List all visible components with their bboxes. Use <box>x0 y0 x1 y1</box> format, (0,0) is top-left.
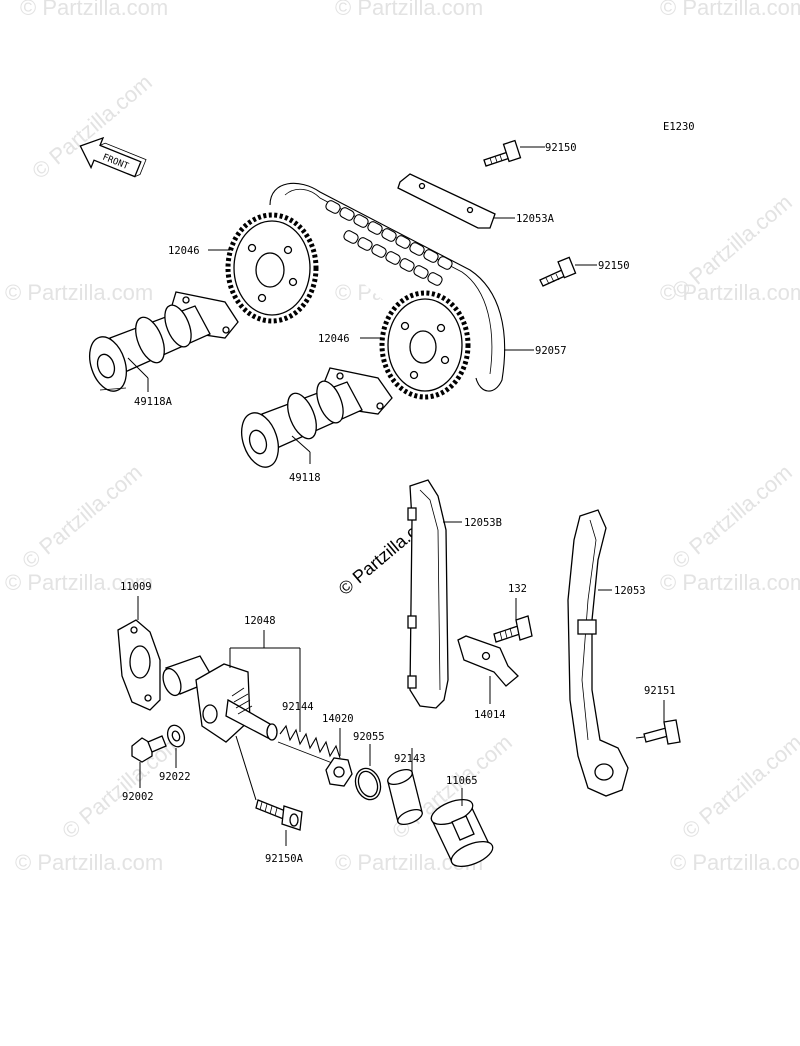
label-92002: 92002 <box>122 791 154 803</box>
bolt-92151 <box>635 700 681 745</box>
bracket-14014 <box>457 635 519 704</box>
watermark: © Partzilla.com <box>677 729 800 843</box>
collar-92143 <box>387 748 423 826</box>
watermark: © Partzilla.com <box>5 280 153 305</box>
watermark: © Partzilla.com <box>5 570 153 595</box>
label-12053B: 12053B <box>464 517 502 529</box>
label-12048: 12048 <box>244 615 276 627</box>
bolt-92150-mid <box>539 256 597 287</box>
label-11065: 11065 <box>446 775 478 787</box>
watermark: © Partzilla.com <box>335 0 483 20</box>
washer-92022 <box>166 724 186 768</box>
label-92144: 92144 <box>282 701 314 713</box>
label-92150-top: 92150 <box>545 142 577 154</box>
diagram-code: E1230 <box>663 121 695 133</box>
spring-92144 <box>277 716 341 767</box>
watermark: © Partzilla.com <box>17 459 147 573</box>
watermark: © Partzilla.com <box>660 570 800 595</box>
label-11009: 11009 <box>120 581 152 593</box>
tensioner-12048 <box>162 630 301 743</box>
nut-14020 <box>325 728 353 787</box>
label-92022: 92022 <box>159 771 191 783</box>
bolt-92002 <box>131 735 167 788</box>
label-49118A: 49118A <box>134 396 173 408</box>
label-92143: 92143 <box>394 753 426 765</box>
cap-11065 <box>430 788 494 868</box>
label-92057: 92057 <box>535 345 567 357</box>
label-132: 132 <box>508 583 527 595</box>
gasket-11009 <box>117 596 161 711</box>
watermark: © Partzilla.com <box>15 850 163 875</box>
o-ring-92055 <box>354 744 382 801</box>
chain-guide-12053 <box>567 509 629 797</box>
label-92150-mid: 92150 <box>598 260 630 272</box>
watermark: © Partzilla.com <box>667 459 797 573</box>
label-92150A: 92150A <box>265 853 304 865</box>
label-12053A: 12053A <box>516 213 555 225</box>
label-49118: 49118 <box>289 472 321 484</box>
cam-sprocket-12046-mid <box>360 290 471 400</box>
watermark: © Partzilla.com <box>20 0 168 20</box>
camshaft-49118A <box>89 291 239 392</box>
label-14014: 14014 <box>474 709 506 721</box>
label-92055: 92055 <box>353 731 385 743</box>
label-92151: 92151 <box>644 685 676 697</box>
chain-guide-12053B <box>407 479 462 709</box>
watermark: © Partzilla.com <box>660 280 800 305</box>
bolt-132 <box>493 598 533 643</box>
label-12046-mid: 12046 <box>318 333 350 345</box>
label-14020: 14020 <box>322 713 354 725</box>
watermark: © Partzilla.com <box>670 850 800 875</box>
watermark: © Partzilla.com <box>57 729 187 843</box>
bolt-92150-top <box>483 139 545 167</box>
chain-guide-plate-12053A <box>397 173 515 229</box>
label-12046-top: 12046 <box>168 245 200 257</box>
camshaft-49118 <box>241 367 393 468</box>
watermark: © Partzilla.com <box>660 0 800 20</box>
cam-sprocket-12046-top <box>208 212 319 324</box>
label-12053: 12053 <box>614 585 646 597</box>
bolt-92150A <box>235 735 303 846</box>
